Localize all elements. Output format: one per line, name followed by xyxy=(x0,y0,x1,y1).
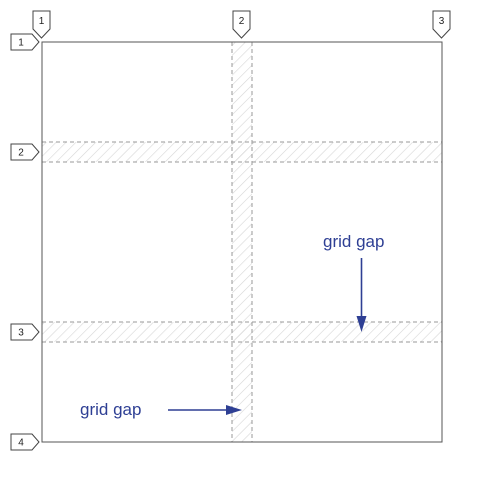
column-line-marker-3: 3 xyxy=(432,10,451,39)
row-line-label-1: 1 xyxy=(18,38,24,49)
column-line-marker-2: 2 xyxy=(232,10,251,39)
column-gap-1 xyxy=(232,42,252,442)
row-line-marker-1: 1 xyxy=(10,33,40,51)
gap-boundary-lines xyxy=(42,42,442,442)
row-gap-annotation: grid gap xyxy=(323,232,384,332)
down-arrow-head-icon xyxy=(356,316,367,332)
row-line-label-3: 3 xyxy=(18,328,24,339)
row-line-marker-2: 2 xyxy=(10,143,40,161)
row-line-marker-3: 3 xyxy=(10,323,40,341)
column-line-label-1: 1 xyxy=(39,16,45,27)
right-arrow-head-icon xyxy=(226,405,242,415)
column-gap-annotation-label: grid gap xyxy=(80,400,141,419)
column-line-label-3: 3 xyxy=(439,16,445,27)
row-line-label-2: 2 xyxy=(18,148,24,159)
column-line-label-2: 2 xyxy=(239,16,245,27)
row-line-marker-4: 4 xyxy=(10,433,40,451)
row-line-label-4: 4 xyxy=(18,438,24,449)
row-gap-annotation-label: grid gap xyxy=(323,232,384,251)
grid-container xyxy=(41,41,443,443)
column-line-marker-1: 1 xyxy=(32,10,51,39)
column-gap-annotation: grid gap xyxy=(80,400,242,419)
